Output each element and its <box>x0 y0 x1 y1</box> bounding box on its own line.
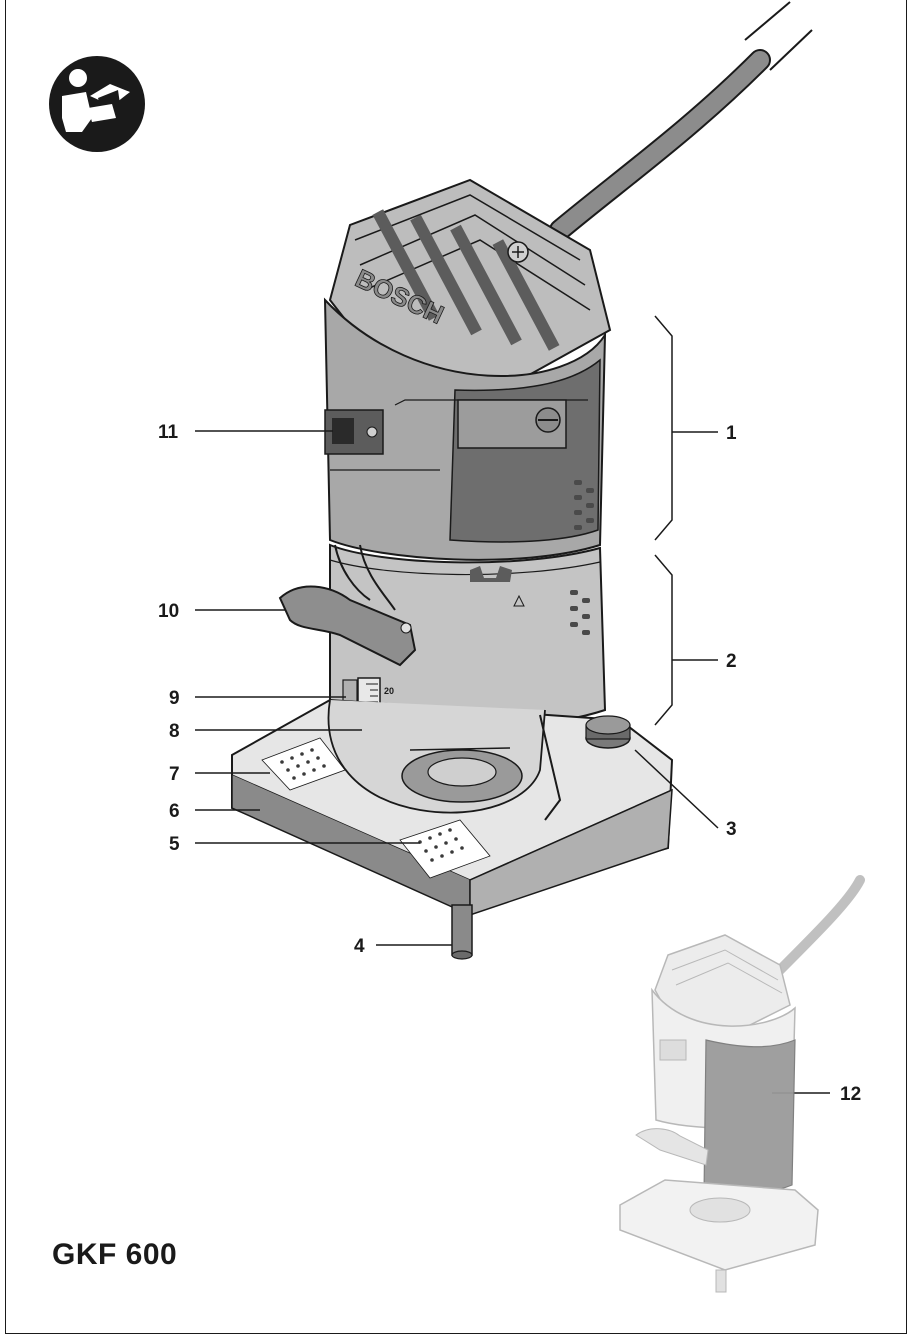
callout-1: 1 <box>726 423 737 444</box>
base-plate <box>231 698 674 960</box>
page-border <box>5 0 907 1334</box>
callout-6: 6 <box>169 801 180 822</box>
motor-housing <box>323 178 612 561</box>
callout-10: 10 <box>158 601 179 622</box>
callout-9: 9 <box>169 688 180 709</box>
ghost-router-detail <box>619 875 865 1293</box>
callout-12: 12 <box>840 1084 861 1105</box>
callout-4: 4 <box>354 936 365 957</box>
adjustment-knob <box>585 715 631 749</box>
callout-5: 5 <box>169 834 180 855</box>
callout-7: 7 <box>169 764 180 785</box>
bracket-motor <box>654 315 673 541</box>
bracket-base <box>654 554 673 726</box>
depth-tick-20: 20 <box>384 686 394 696</box>
model-title: GKF 600 <box>52 1238 178 1271</box>
callout-3: 3 <box>726 819 737 840</box>
callout-8: 8 <box>169 721 180 742</box>
callout-11: 11 <box>158 422 179 443</box>
read-manual-icon <box>49 56 145 152</box>
callout-leaders <box>195 430 830 1094</box>
clamping-lever <box>278 544 417 667</box>
on-off-switch <box>324 409 384 455</box>
callout-2: 2 <box>726 651 737 672</box>
base-housing <box>329 543 607 729</box>
router-bit <box>451 904 473 960</box>
power-cord <box>549 1 813 241</box>
